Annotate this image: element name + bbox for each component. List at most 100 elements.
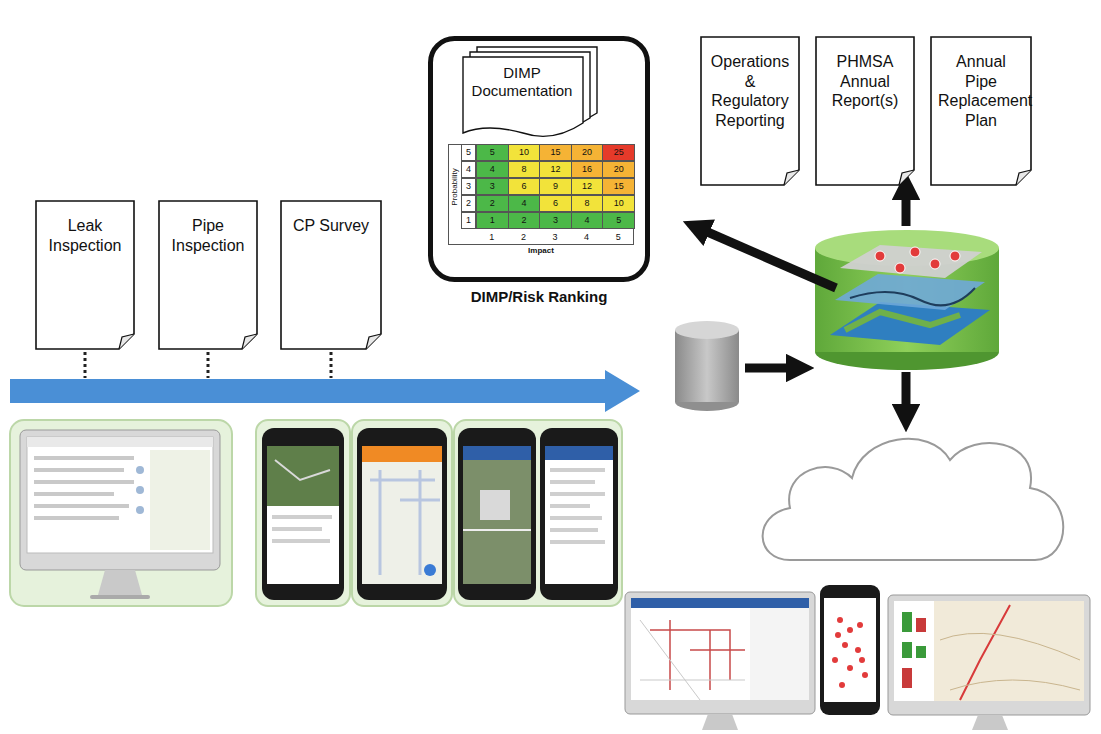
desktop-monitor-part — [34, 456, 134, 520]
data-arrows-part — [696, 227, 836, 288]
cloud-devices-part — [960, 605, 1010, 700]
cloud-devices-part — [940, 633, 1080, 690]
report-document: Operations & Regulatory Reporting — [700, 36, 800, 186]
cloud-devices-part-part — [837, 617, 843, 623]
document-title: Leak Inspection — [35, 200, 135, 255]
gis-database-part-part — [930, 259, 940, 269]
shape-outline — [119, 334, 134, 349]
phone-screens-part-part — [550, 492, 605, 496]
phone-screens-part-part — [550, 468, 605, 472]
document-title: DIMP Documentation — [462, 42, 598, 101]
cloud-devices-part-part — [862, 672, 868, 678]
cloud-devices-part — [625, 592, 815, 714]
shape-outline — [899, 170, 914, 185]
risk-cell: 5 — [602, 212, 635, 229]
screen-panels-part — [256, 420, 350, 606]
shape-outline — [931, 37, 1031, 185]
dotted-leaders-part — [207, 352, 210, 378]
shape-outline — [431, 39, 648, 280]
desktop-monitor-part-part — [34, 468, 124, 472]
phone-screens-part-part — [550, 540, 605, 544]
gis-database-part — [830, 302, 990, 345]
phone-screens-part-part — [272, 527, 322, 531]
cloud-devices-part — [972, 715, 1008, 730]
desktop-monitor — [20, 430, 220, 599]
risk-cell: 8 — [508, 161, 541, 178]
risk-cell: 10 — [508, 144, 541, 161]
row-number: 2 — [461, 195, 476, 212]
screen-panels-part — [454, 420, 622, 606]
desktop-monitor-part — [27, 437, 213, 447]
cloud-devices-part-part — [902, 668, 912, 688]
risk-cell: 4 — [571, 212, 604, 229]
phone-screens-part — [362, 446, 442, 462]
cloud — [763, 439, 1064, 560]
data-arrows — [696, 186, 906, 418]
cloud-devices-part-part — [916, 618, 926, 632]
desktop-monitor-part-part — [34, 516, 119, 520]
phone-screens-part — [357, 428, 447, 600]
risk-cell: 4 — [476, 161, 509, 178]
gis-database-part-part — [895, 263, 905, 273]
source-database-part — [675, 321, 739, 339]
row-number: 1 — [461, 212, 476, 229]
gis-database — [815, 230, 999, 370]
desktop-monitor-part-part — [34, 480, 134, 484]
cloud-devices-part-part — [835, 632, 841, 638]
document-title: Annual Pipe Replacement Plan — [930, 36, 1032, 130]
column-number: 1 — [476, 231, 508, 243]
shape-outline — [281, 201, 381, 349]
desktop-monitor-part-part — [34, 504, 129, 508]
cloud-devices-part — [750, 608, 809, 700]
cloud-devices-part — [902, 612, 926, 688]
risk-cell: 2 — [508, 212, 541, 229]
risk-cell: 20 — [602, 161, 635, 178]
risk-cell: 2 — [476, 195, 509, 212]
risk-cell: 20 — [571, 144, 604, 161]
cloud-devices-part — [894, 601, 1084, 701]
shape-outline — [1016, 170, 1031, 185]
source-database-part — [675, 330, 739, 402]
risk-cell: 15 — [539, 144, 572, 161]
screen-panels — [10, 420, 622, 606]
cloud-devices-part — [631, 598, 809, 608]
panel-heading: DIMP/Risk Ranking — [408, 288, 670, 305]
desktop-monitor-part — [90, 595, 150, 599]
cloud-devices-part-part — [847, 627, 853, 633]
risk-cell: 25 — [602, 144, 635, 161]
screen-panels-part — [10, 420, 232, 606]
form-document: Pipe Inspection — [158, 200, 258, 350]
gis-database-part — [875, 247, 960, 273]
flow-arrow — [10, 370, 640, 412]
shape-outline — [159, 201, 257, 349]
risk-cell: 6 — [508, 178, 541, 195]
risk-cell: 6 — [539, 195, 572, 212]
risk-cell: 9 — [539, 178, 572, 195]
dotted-leaders-part — [84, 352, 87, 378]
data-arrows-part — [902, 372, 911, 418]
cloud-devices-part-part — [839, 682, 845, 688]
cloud-devices-part — [832, 617, 868, 688]
dotted-leaders — [85, 352, 331, 378]
document-title: PHMSA Annual Report(s) — [815, 36, 915, 111]
risk-cell: 1 — [476, 212, 509, 229]
phone-screens-part — [458, 428, 536, 600]
source-database — [675, 321, 739, 411]
cloud-devices-part — [820, 585, 880, 715]
phone-screens-part — [463, 446, 531, 584]
form-document: CP Survey — [280, 200, 382, 350]
column-number: 2 — [508, 231, 540, 243]
column-number: 4 — [571, 231, 603, 243]
phone-screens-part-part — [550, 504, 590, 508]
desktop-monitor-part — [20, 430, 220, 570]
gis-database-part — [840, 245, 982, 278]
desktop-monitor-part-part — [136, 506, 144, 514]
screen-panels-part — [352, 420, 452, 606]
cloud-devices-part-part — [859, 657, 865, 663]
cloud-devices-part — [702, 714, 738, 730]
cloud-devices-part — [631, 598, 809, 700]
document-stack: DIMP Documentation — [462, 42, 598, 138]
phone-screens-part — [267, 446, 339, 584]
axis-title: Impact — [448, 246, 634, 256]
